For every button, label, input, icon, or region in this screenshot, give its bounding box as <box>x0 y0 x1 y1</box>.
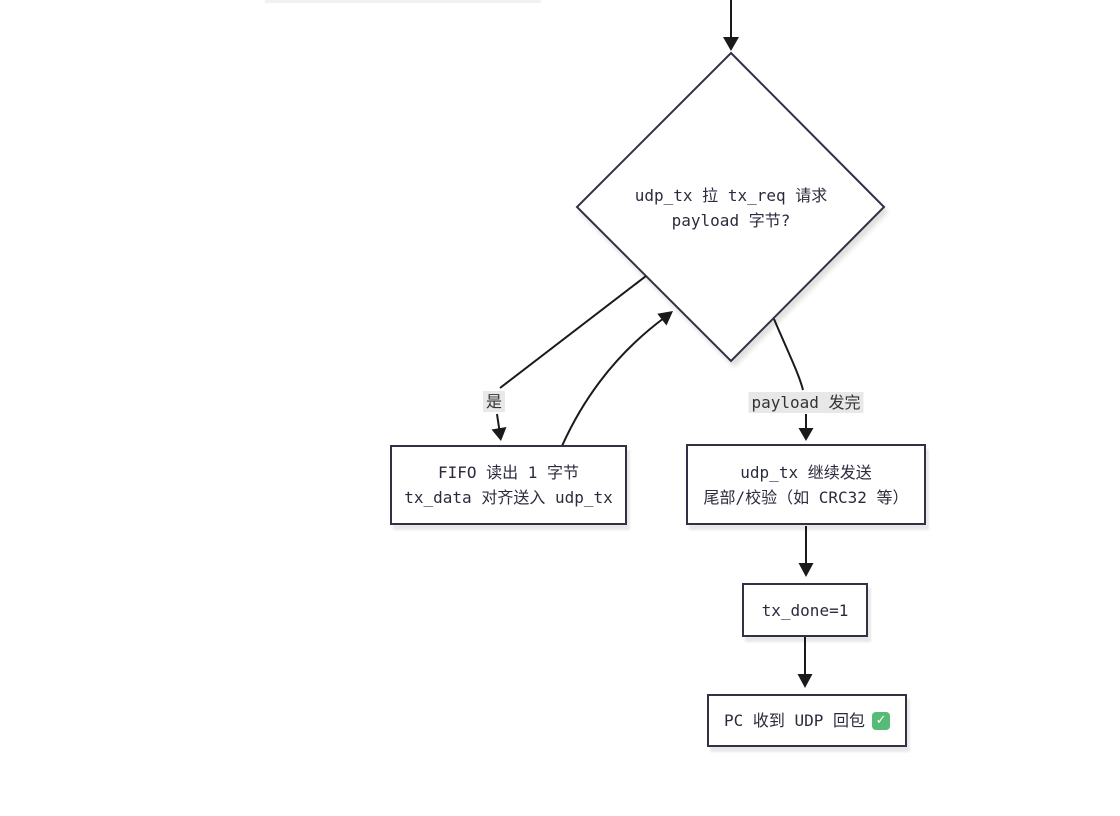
edge-done-to-pc <box>797 637 813 688</box>
edge-label-yes: 是 <box>482 391 506 412</box>
node-send-tail: udp_tx 继续发送 尾部/校验（如 CRC32 等） <box>686 444 926 525</box>
pc-recv-label: PC 收到 UDP 回包 <box>723 711 866 730</box>
fifo-read-line-1: FIFO 读出 1 字节 <box>437 463 580 482</box>
tx-done-label: tx_done=1 <box>761 600 849 620</box>
edge-into-decision <box>723 0 739 51</box>
decision-line-1: udp_tx 拉 tx_req 请求 <box>634 186 828 205</box>
send-tail-line-2: 尾部/校验（如 CRC32 等） <box>703 487 909 507</box>
edge-yes <box>491 275 647 441</box>
node-pc-recv: PC 收到 UDP 回包 ✓ <box>707 694 907 747</box>
edge-tail-to-done <box>798 526 814 577</box>
decision-node-label: udp_tx 拉 tx_req 请求 payload 字节? <box>635 183 828 233</box>
edge-label-payload-done: payload 发完 <box>748 392 864 413</box>
clipped-node-shadow-top <box>265 0 541 3</box>
fifo-read-line-2: tx_data 对齐送入 udp_tx <box>404 488 613 507</box>
decision-diamond-shape <box>575 51 886 363</box>
decision-line-2: payload 字节? <box>671 211 791 230</box>
send-tail-line-1: udp_tx 继续发送 <box>740 462 872 482</box>
node-fifo-read: FIFO 读出 1 字节 tx_data 对齐送入 udp_tx <box>390 445 627 525</box>
edge-loop-back <box>561 311 673 447</box>
check-emoji-icon: ✓ <box>872 711 891 730</box>
node-tx-done: tx_done=1 <box>742 583 868 637</box>
edge-payload-done <box>773 318 814 441</box>
